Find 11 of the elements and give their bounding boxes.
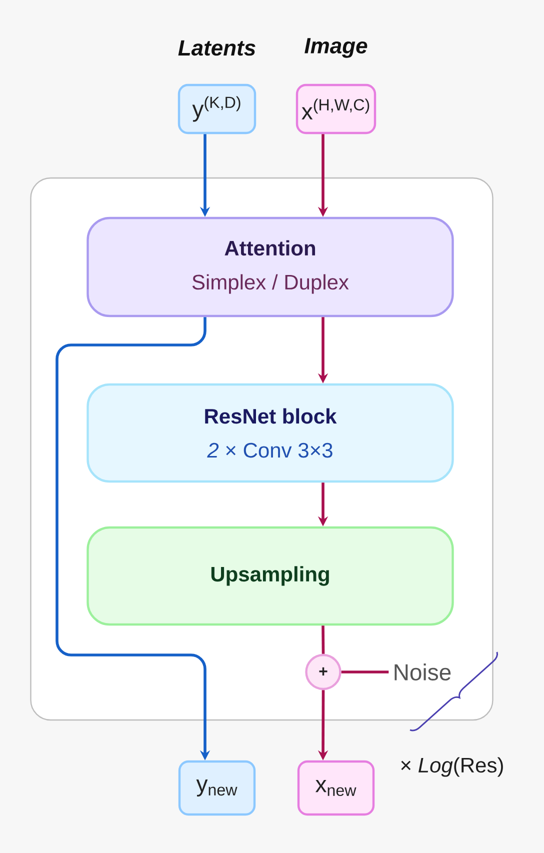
layer-box: ResNet block 2 × Conv 3×3 <box>86 383 454 483</box>
tensor-box: x$_{new}$ <box>297 760 375 816</box>
tensor-box: y$_{new}$ <box>178 760 256 816</box>
input-heading: Image <box>304 38 368 58</box>
scale-note: × Log(Res) <box>401 757 503 777</box>
input-label: Noise <box>394 664 451 680</box>
layer-box: Upsampling <box>86 526 454 626</box>
input-heading: Latents <box>178 40 256 56</box>
tensor-box: Latents y$^{(K,D)}$ <box>178 40 256 134</box>
tensor-box: Image x$^{(H,W,C)}$ <box>296 38 376 134</box>
layer-box: Attention Simplex / Duplex <box>86 216 454 318</box>
